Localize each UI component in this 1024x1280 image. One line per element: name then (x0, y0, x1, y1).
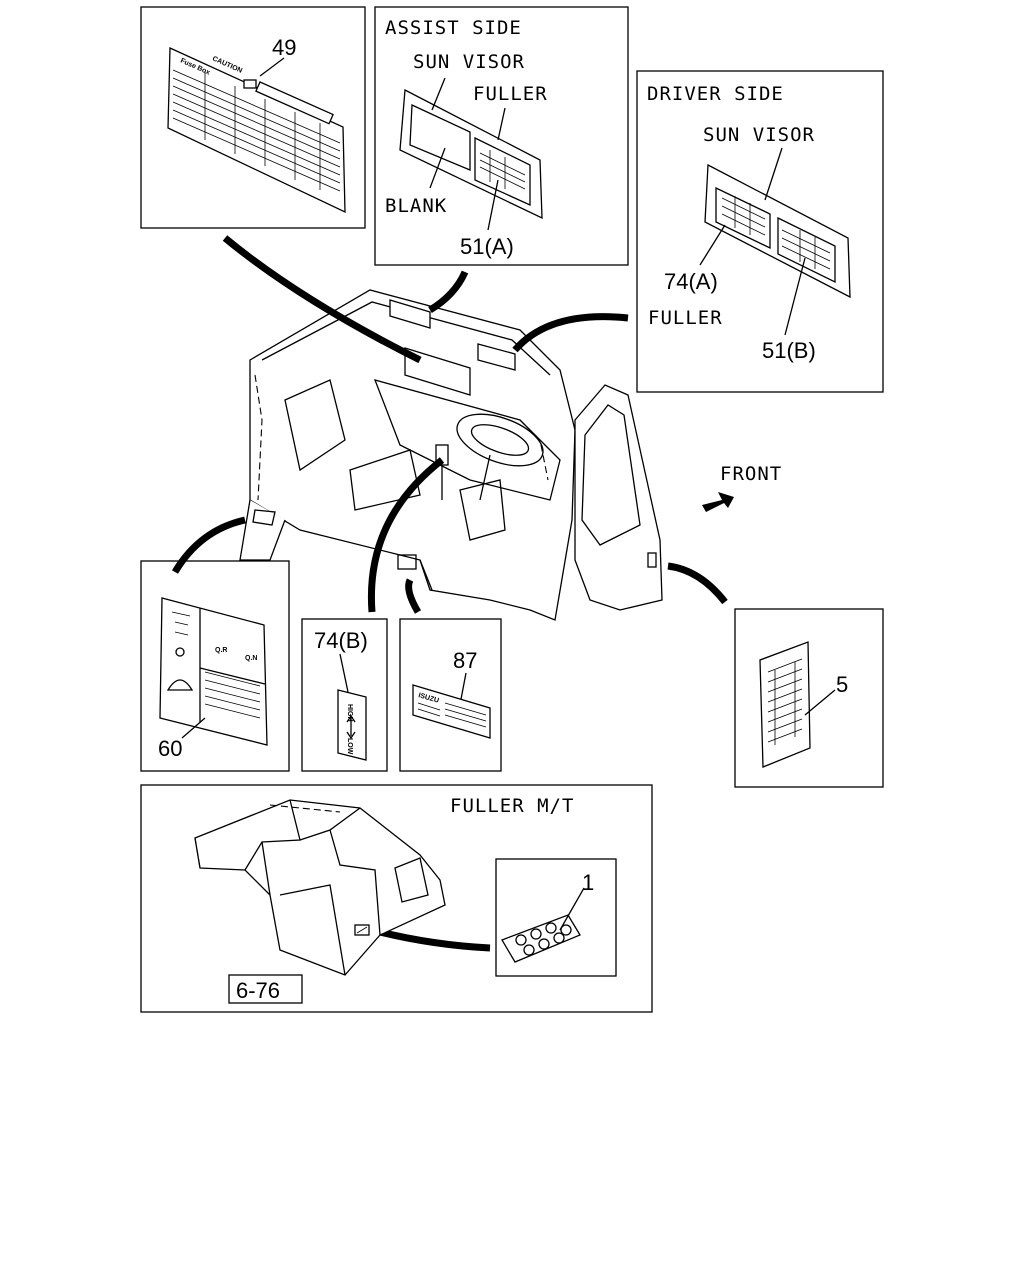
low-text: LOW (346, 738, 353, 755)
assist-sun-visor-label: SUN VISOR (413, 51, 525, 73)
shift-pattern-decal (501, 914, 581, 963)
callout-87: 87 (453, 648, 477, 673)
front-arrow-icon (702, 492, 734, 512)
svg-text:Q.R: Q.R (215, 647, 227, 654)
fuller-mt-title: FULLER M/T (450, 795, 574, 817)
panel-driver-side: DRIVER SIDE SUN VISOR 74(A) F (636, 70, 884, 393)
driver-sun-visor (704, 163, 851, 299)
svg-text:Q.N: Q.N (245, 655, 257, 662)
driver-fuller-label: FULLER (648, 307, 723, 329)
leader-curves (171, 235, 728, 952)
cab-floor-console (194, 799, 446, 976)
assist-sun-visor (399, 88, 543, 220)
callout-51a: 51(A) (460, 234, 514, 259)
driver-sun-visor-label: SUN VISOR (703, 124, 815, 146)
front-indicator: FRONT (702, 463, 782, 512)
panel-label-49: Fuse Box CAUTION 49 (140, 6, 366, 229)
callout-1: 1 (582, 870, 594, 895)
front-label: FRONT (720, 463, 782, 485)
assist-fuller-label: FULLER (473, 83, 548, 105)
panel-assist-side: ASSIST SIDE SUN VISOR FULLER BLANK 51(A) (374, 6, 629, 266)
panel-label-87: 87 ISUZU (399, 618, 502, 772)
panel-fuller-mt: FULLER M/T 6-76 1 (140, 784, 653, 1013)
isuzu-decal: ISUZU (412, 684, 491, 739)
panel-label-74b: 74(B) HIGH LOW (301, 618, 388, 772)
high-low-decal: HIGH LOW (337, 689, 367, 761)
driver-side-title: DRIVER SIDE (647, 83, 784, 105)
callout-74b: 74(B) (314, 628, 368, 653)
reference-6-76: 6-76 (236, 978, 280, 1003)
panel-label-60: Q.R Q.N 60 (140, 560, 290, 772)
callout-49: 49 (272, 35, 296, 60)
label-60-decal: Q.R Q.N (159, 597, 268, 746)
callout-74a: 74(A) (664, 269, 718, 294)
fuse-box-caution-decal: Fuse Box CAUTION (167, 46, 346, 214)
callout-5: 5 (836, 672, 848, 697)
high-text: HIGH (346, 704, 353, 722)
assist-side-title: ASSIST SIDE (385, 17, 522, 39)
cab-interior (239, 289, 663, 621)
callout-51b: 51(B) (762, 338, 816, 363)
label-5-decal (759, 641, 811, 768)
panel-label-5: 5 (734, 608, 884, 788)
callout-60: 60 (158, 736, 182, 761)
blank-label: BLANK (385, 195, 447, 217)
